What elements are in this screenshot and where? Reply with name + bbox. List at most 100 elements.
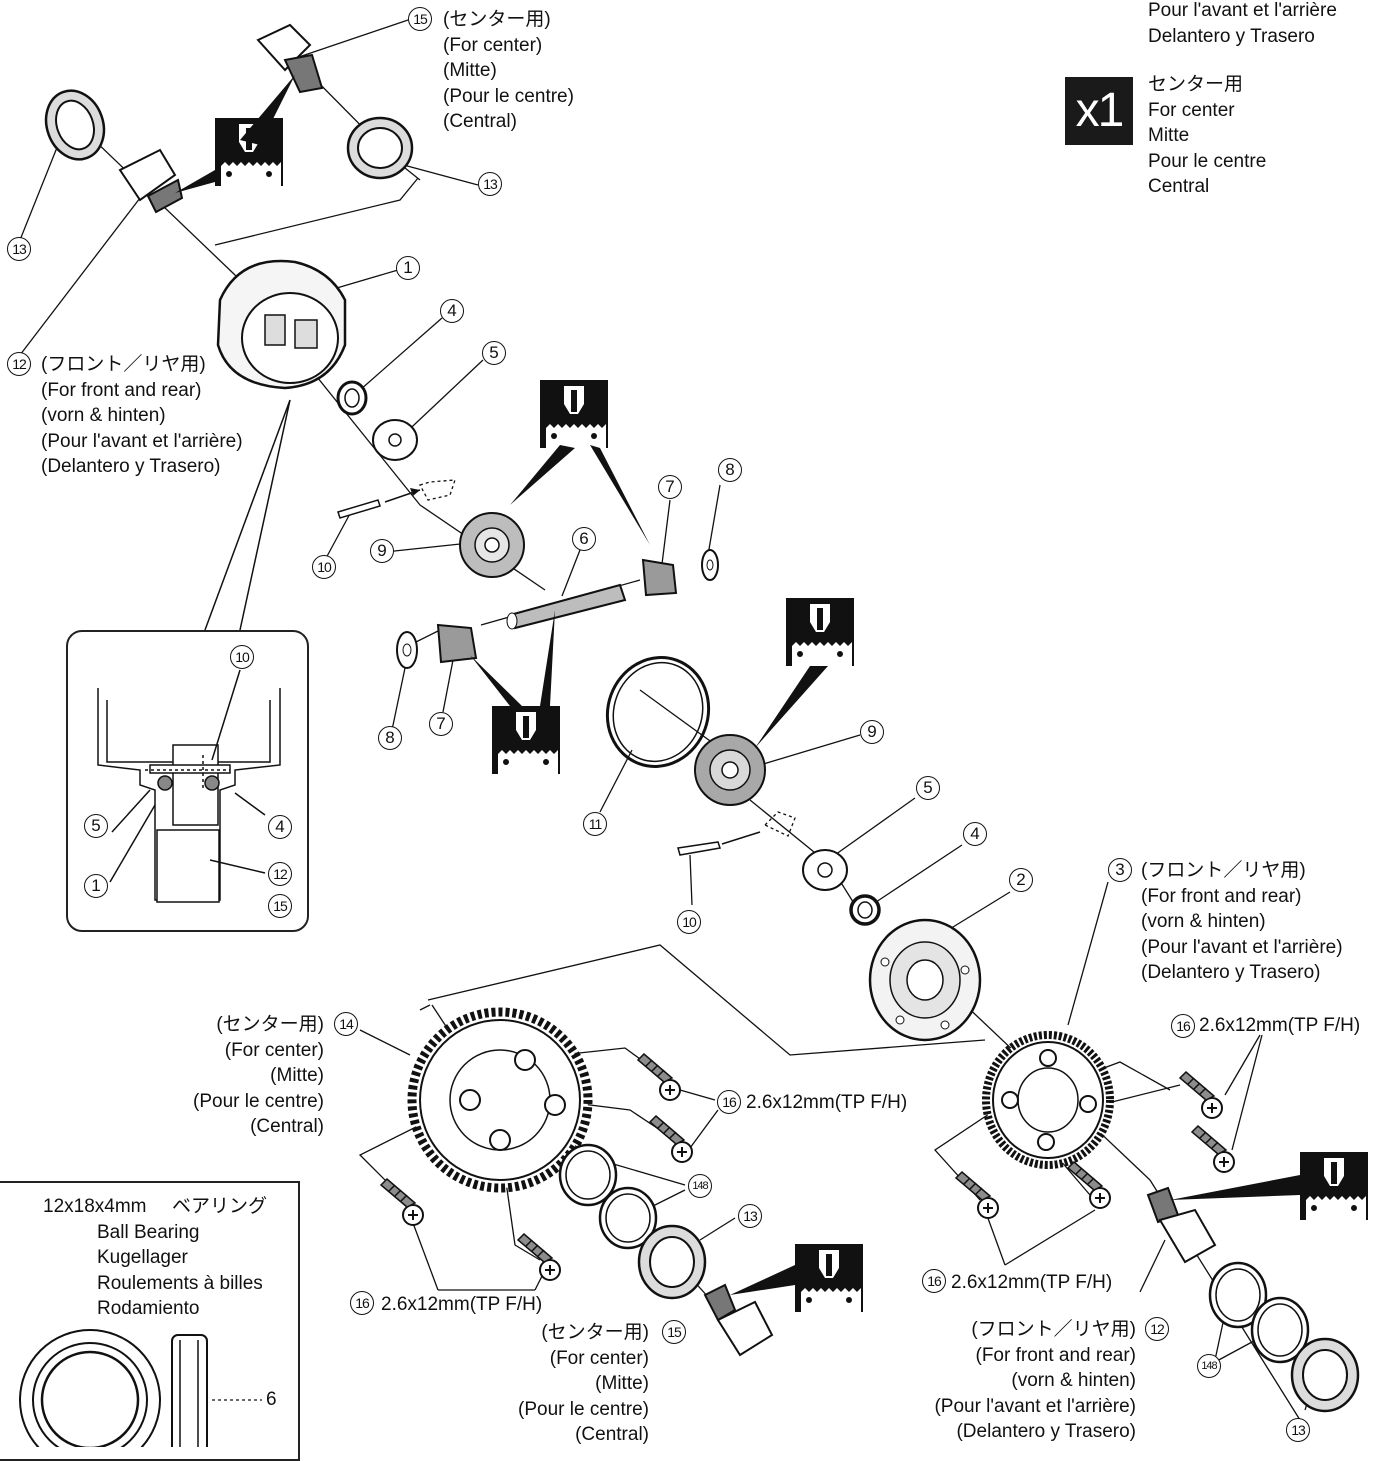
ring-gear-3 [982,1031,1114,1169]
bearing-names: ベアリング Ball Bearing Kugellager Roulements… [97,1196,268,1319]
part-number-10: 10 [230,645,254,669]
part-number-12: 12 [268,862,292,886]
o-ring-4-top [336,380,368,416]
screw-16-d [517,1233,561,1281]
part-number-15: 15 [408,7,432,31]
inset-frame [66,630,309,932]
label-15-top: (センター用) (For center) (Mitte) (Pour le ce… [443,9,574,132]
center-lines: センター用 For center Mitte Pour le centre Ce… [1148,74,1267,197]
shim-148-right-a [1208,1261,1268,1329]
part-number-16: 16 [922,1269,946,1293]
screw-16-a [637,1053,681,1101]
part-number-16: 16 [1171,1014,1195,1038]
grease-icon-5 [730,1244,863,1312]
part-number-8: 8 [378,726,402,750]
part-number-12: 12 [1145,1317,1169,1341]
diff-cover-2 [868,918,982,1042]
joint-cup-12-bottom [1146,1186,1217,1264]
screw-16-b [649,1115,693,1163]
part-number-7: 7 [429,712,453,736]
label-12-bottom: (フロント／リヤ用) (For front and rear) (vorn & … [934,1319,1136,1442]
bevel-gear-9-bottom [694,734,766,806]
screw-16-e [1179,1071,1223,1119]
shim-148-center-b [598,1186,658,1250]
part-number-5: 5 [482,341,506,365]
part-number-12: 12 [7,352,31,376]
screw-16-f [1191,1125,1235,1173]
bearing-13-right [1290,1337,1360,1413]
part-number-13: 13 [738,1204,762,1228]
part-number-4: 4 [268,815,292,839]
washer-5-top [372,419,418,461]
part-number-15: 15 [662,1320,686,1344]
label-3-right: (フロント／リヤ用) (For front and rear) (vorn & … [1141,860,1343,983]
part-number-13: 13 [1286,1418,1310,1442]
bevel-gear-9-top [459,512,525,578]
bearing-13-top-left [44,89,106,161]
part-number-10: 10 [312,555,336,579]
bearing-scale-drawing [19,1329,262,1447]
grease-icon-1 [175,75,295,193]
grease-icon-2 [510,380,650,545]
screw-spec-2: 2.6x12mm(TP F/H) [1199,1015,1361,1036]
part-number-148: 148 [688,1174,712,1198]
pin-10-top [337,479,456,519]
screw-spec-3: 2.6x12mm(TP F/H) [381,1294,543,1315]
part-number-5: 5 [916,776,940,800]
shim-148-right-b [1250,1296,1310,1364]
part-number-6: 6 [572,527,596,551]
part-number-1: 1 [84,874,108,898]
part-number-10: 10 [677,910,701,934]
bearing-size: 12x18x4mm [43,1196,147,1217]
gasket-11 [605,656,711,768]
part-number-13: 13 [7,237,31,261]
shim-148-center-a [558,1143,618,1207]
quantity-badge: x1 [1065,77,1133,145]
part-number-8: 8 [718,458,742,482]
top-right-lines: Pour l'avant et l'arrière Delantero y Tr… [1148,0,1337,47]
part-number-16: 16 [350,1291,374,1315]
screw-16-c [380,1178,424,1226]
spur-gear-14 [407,1007,593,1193]
screw-spec-4: 2.6x12mm(TP F/H) [951,1272,1113,1293]
pinion-gear-7-right [641,558,678,597]
part-number-14: 14 [334,1012,358,1036]
bearing-13-center [637,1224,707,1300]
screw-16-h [1067,1161,1111,1209]
bearing-13-top-right [346,116,414,180]
part-number-15: 15 [268,894,292,918]
part-number-11: 11 [583,812,607,836]
part-number-1: 1 [396,256,420,280]
part-number-4: 4 [963,822,987,846]
joint-cup-15-top [256,23,324,94]
label-14-left: (センター用) (For center) (Mitte) (Pour le ce… [193,1014,324,1137]
o-ring-4-bottom [849,894,881,926]
joint-cup-15-bottom [703,1283,774,1357]
washer-8-right [701,549,719,581]
grease-icon-4 [755,598,854,748]
part-number-2: 2 [1009,868,1033,892]
joint-cup-12-top [118,148,184,214]
part-number-7: 7 [658,475,682,499]
part-number-4: 4 [440,299,464,323]
washer-5-bottom [802,849,848,891]
pin-10-bottom [677,811,796,856]
pinion-gear-7-left [436,623,478,664]
part-number-13: 13 [478,172,502,196]
label-12-left: (フロント／リヤ用) (For front and rear) (vorn & … [41,354,243,477]
bearing-scale-mark: 6 [266,1389,277,1410]
screw-spec-1: 2.6x12mm(TP F/H) [746,1092,908,1113]
part-number-9: 9 [370,539,394,563]
part-number-5: 5 [84,814,108,838]
part-number-9: 9 [860,720,884,744]
screw-16-g [955,1171,999,1219]
grease-icon-3 [470,610,560,774]
cross-shaft-6 [506,583,627,630]
inset-section-detail [97,399,291,903]
part-number-16: 16 [717,1090,741,1114]
part-number-3: 3 [1108,858,1132,882]
part-number-148: 148 [1197,1354,1221,1378]
grease-icon-6 [1170,1152,1368,1220]
diff-case-1 [216,259,347,390]
